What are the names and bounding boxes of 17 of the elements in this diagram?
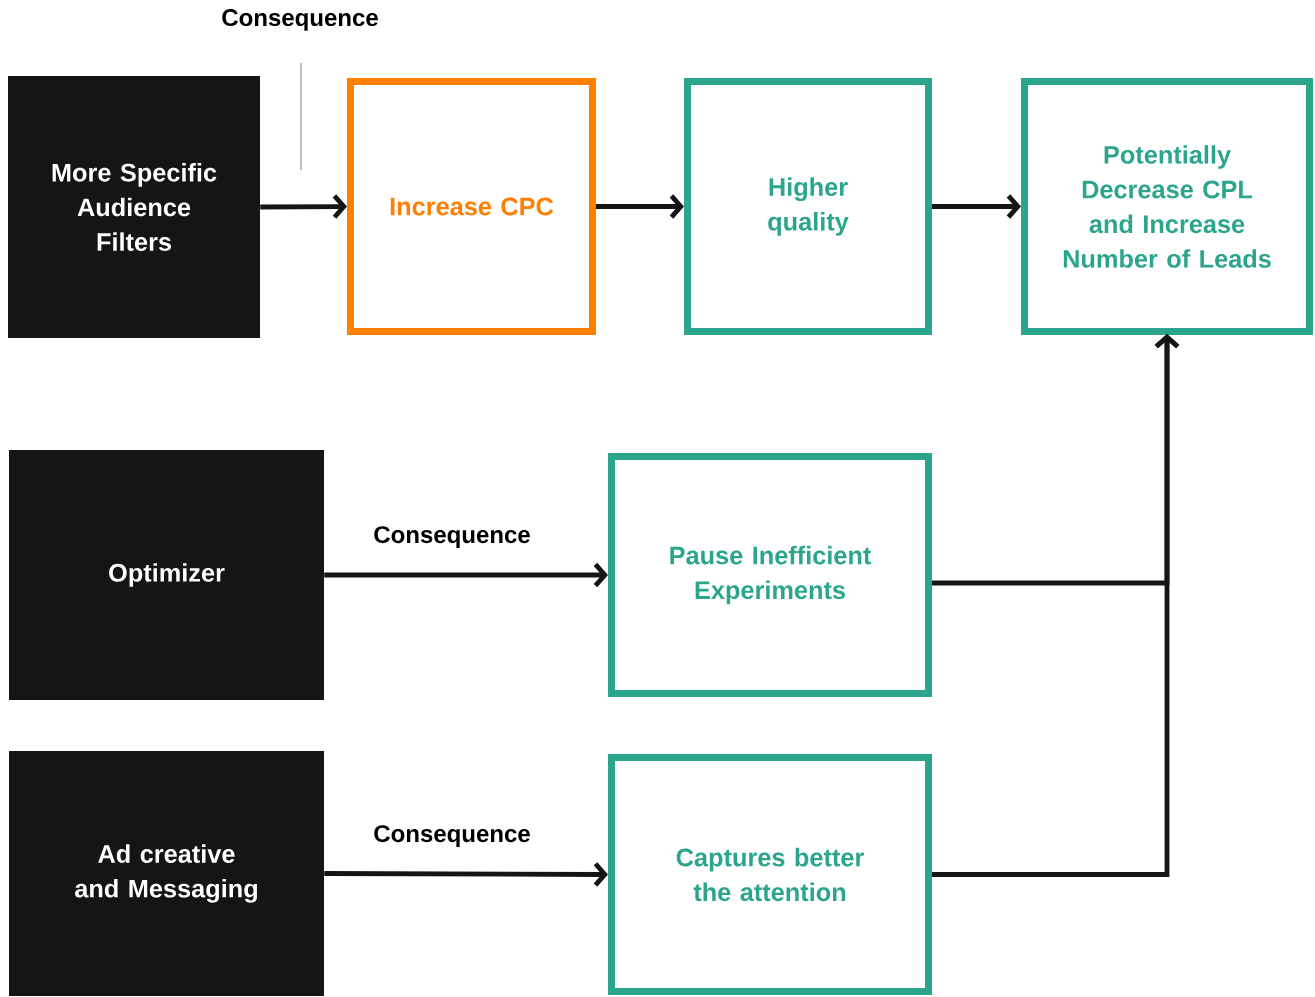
- input-box: Ad creative and Messaging: [9, 751, 324, 996]
- result-box: Higher quality: [684, 78, 932, 335]
- edge-label: Consequence: [372, 823, 532, 849]
- edge-label: Consequence: [372, 524, 532, 550]
- input-box: More Specific Audience Filters: [8, 76, 260, 338]
- arrow: [932, 194, 1021, 219]
- heading-label: Consequence: [222, 9, 378, 31]
- arrow: [596, 194, 684, 219]
- arrow: [324, 562, 608, 588]
- input-box: Optimizer: [9, 450, 324, 700]
- arrow: [324, 862, 608, 887]
- arrow: [260, 194, 347, 219]
- arrow: [932, 334, 1180, 877]
- result-box: Potentially Decrease CPL and Increase Number of Leads: [1021, 78, 1313, 335]
- result-box: Increase CPC: [347, 78, 596, 335]
- result-box: Pause Inefficient Experiments: [608, 453, 932, 697]
- result-box: Captures better the attention: [608, 754, 932, 995]
